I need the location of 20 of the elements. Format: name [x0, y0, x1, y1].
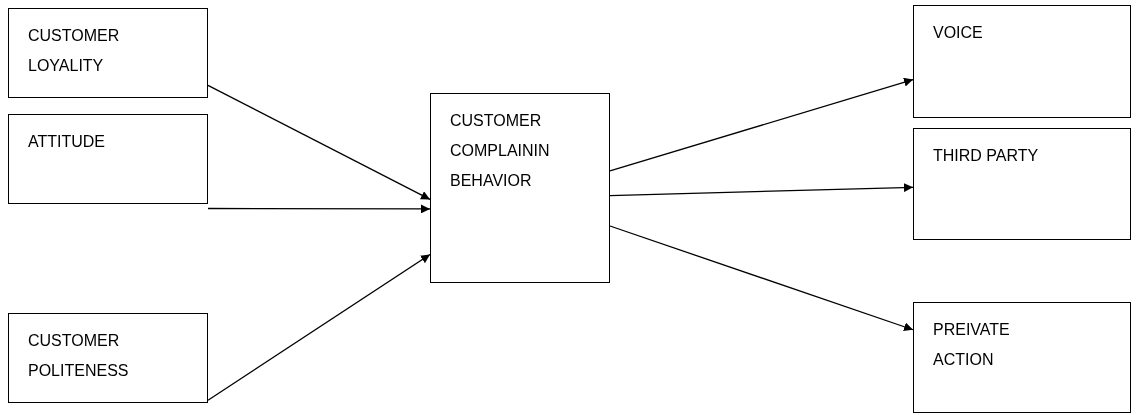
arrow: [207, 84, 431, 201]
box-label: PREIVATE ACTION: [933, 320, 1011, 370]
process-box: [8, 8, 208, 98]
process-box: [913, 128, 1131, 240]
box-label: CUSTOMER COMPLAININ BEHAVIOR: [450, 111, 551, 191]
box-label: ATTITUDE: [28, 132, 107, 152]
box-label: VOICE: [933, 23, 984, 43]
process-box: [913, 5, 1131, 118]
arrow: [207, 253, 431, 401]
arrow: [207, 204, 431, 214]
arrow: [609, 225, 914, 332]
arrow: [609, 77, 914, 172]
arrow: [609, 183, 914, 197]
process-box: [8, 114, 208, 204]
box-label: CUSTOMER POLITENESS: [28, 331, 130, 381]
box-label: THIRD PARTY: [933, 146, 1040, 166]
box-label: CUSTOMER LOYALITY: [28, 26, 121, 76]
process-box: [8, 313, 208, 403]
process-box: [430, 93, 610, 283]
process-box: [913, 302, 1131, 413]
